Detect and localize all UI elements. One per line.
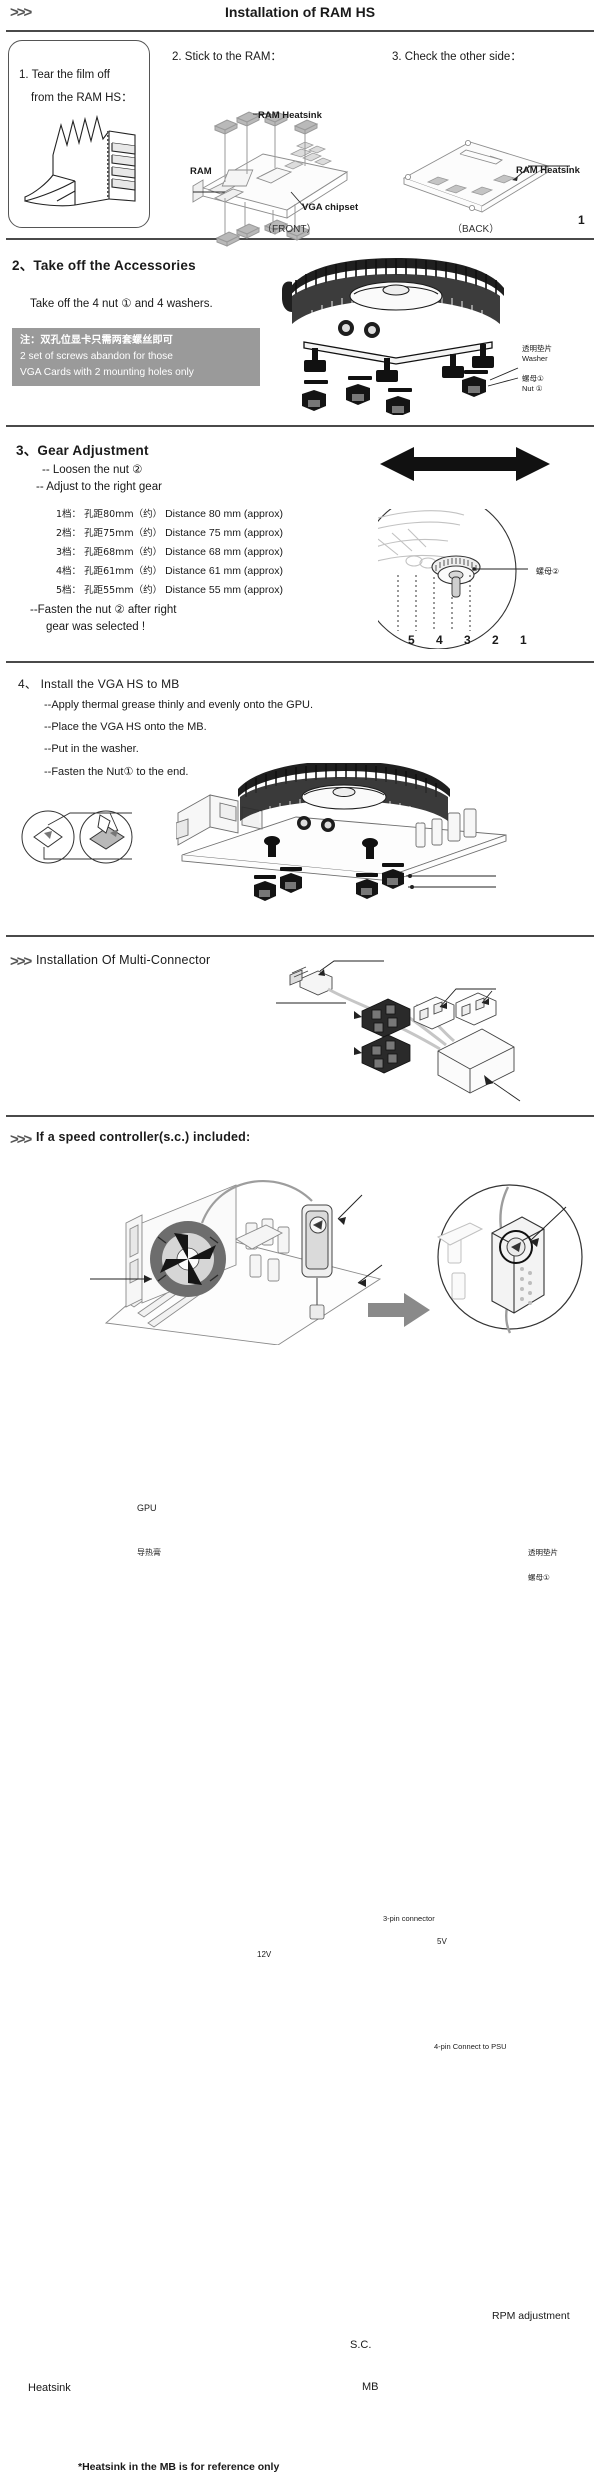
callout-heatsink: Heatsink <box>28 2382 71 2394</box>
gear-cn: 5档： 孔距55mm（约） <box>56 585 163 596</box>
section5-title: Installation Of Multi-Connector <box>36 953 211 967</box>
footnote: *Heatsink in the MB is for reference onl… <box>78 2461 280 2473</box>
gear-scale-numbers: 5 4 3 2 1 <box>408 633 536 647</box>
callout-washer-2: 透明垫片 <box>528 1548 558 1557</box>
cpu-cooler-exploded-illustration <box>282 258 519 415</box>
gear-cn: 2档： 孔距75mm（约） <box>56 528 163 539</box>
divider-6 <box>6 1115 594 1117</box>
chevron-marker-icon: >>> <box>10 953 32 970</box>
callout-ram: RAM <box>190 166 212 177</box>
section3-bullet-2: -- Adjust to the right gear <box>36 481 162 493</box>
note-line-en1: 2 set of screws abandon for those <box>20 351 173 362</box>
note-box: 注：双孔位显卡只需两套螺丝即可 2 set of screws abandon … <box>12 328 260 386</box>
divider-3 <box>6 425 594 427</box>
section4-bullet-2: --Place the VGA HS onto the MB. <box>44 721 207 733</box>
gear-detail-illustration <box>378 509 528 649</box>
callout-5v: 5V <box>437 1937 447 1946</box>
section-ram-hs-install: 1. Tear the film off from the RAM HS： <box>0 32 600 247</box>
section-multi-connector: >>> Installation Of Multi-Connector <box>0 937 600 2051</box>
note-line-cn: 注：双孔位显卡只需两套螺丝即可 <box>20 335 173 346</box>
callout-washer-cn: 透明垫片 <box>522 344 552 353</box>
section-take-off-accessories: 2、Take off the Accessories Take off the … <box>0 240 600 425</box>
section4-bullet-4: --Fasten the Nut① to the end. <box>44 766 189 778</box>
multi-connector-illustration <box>276 960 521 1102</box>
gear-row: 3档： 孔距68mm（约） Distance 68 mm (approx) <box>56 543 283 562</box>
section3-fasten-2: gear was selected ! <box>46 621 146 633</box>
step2-label: 2. Stick to the RAM： <box>172 51 282 63</box>
thermal-grease-detail-illustration <box>21 810 133 864</box>
callout-nut: 螺母① Nut ① <box>522 374 544 393</box>
callout-4-pin-psu: 4-pin Connect to PSU <box>434 2042 507 2051</box>
section4-bullet-3: --Put in the washer. <box>44 743 139 755</box>
gear-cn: 4档： 孔距61mm（约） <box>56 566 163 577</box>
callout-ram-heatsink-back: RAM Heatsink <box>516 165 580 176</box>
section2-instruction: Take off the 4 nut ① and 4 washers. <box>30 298 213 310</box>
chevron-marker-icon: >>> <box>10 4 32 21</box>
gear-en: Distance 61 mm (approx) <box>165 565 283 577</box>
gear-en: Distance 55 mm (approx) <box>165 584 283 596</box>
page-title: Installation of RAM HS <box>224 4 376 20</box>
step1-framebox: 1. Tear the film off from the RAM HS： <box>8 40 150 228</box>
chevron-marker-icon: >>> <box>10 1131 32 1148</box>
double-arrow-icon <box>380 447 550 481</box>
vga-card-back-illustration <box>402 139 570 213</box>
callout-mb: MB <box>362 2381 379 2393</box>
divider-4 <box>6 661 594 663</box>
motherboard-speed-controller-illustration <box>90 1180 383 1345</box>
section3-fasten-1: --Fasten the nut ② after right <box>30 604 177 616</box>
step1-line1: 1. Tear the film off <box>19 69 110 81</box>
gear-distance-list: 1档： 孔距80mm（约） Distance 80 mm (approx) 2档… <box>56 505 283 600</box>
note-line-en2: VGA Cards with 2 mounting holes only <box>20 367 194 378</box>
section3-bullet-1: -- Loosen the nut ② <box>42 464 143 476</box>
gear-row: 5档： 孔距55mm（约） Distance 55 mm (approx) <box>56 581 283 600</box>
page-number: 1 <box>578 213 585 227</box>
section3-title: 3、Gear Adjustment <box>16 443 149 458</box>
gear-en: Distance 75 mm (approx) <box>165 527 283 539</box>
gear-en: Distance 80 mm (approx) <box>165 508 283 520</box>
section4-title: 4、 Install the VGA HS to MB <box>18 677 180 691</box>
callout-vga-chipset: VGA chipset <box>302 202 359 213</box>
callout-nut-cn: 螺母① <box>522 374 544 383</box>
section2-title: 2、Take off the Accessories <box>12 258 196 273</box>
callout-ram-heatsink-front: RAM Heatsink <box>258 110 322 121</box>
callout-rpm-adjustment: RPM adjustment <box>492 2310 570 2322</box>
section-gear-adjustment: 3、Gear Adjustment -- Loosen the nut ② --… <box>0 427 600 661</box>
page-header: >>> Installation of RAM HS <box>0 0 600 30</box>
callout-nut-2: 螺母② <box>536 567 560 576</box>
callout-sc: S.C. <box>350 2339 372 2351</box>
vga-cooler-assembly-illustration <box>176 763 507 901</box>
section-install-vga-hs: 4、 Install the VGA HS to MB --Apply ther… <box>0 663 600 1582</box>
back-caption: （BACK） <box>452 224 500 235</box>
callout-nut-3: 螺母① <box>528 1573 550 1582</box>
step1-line2: from the RAM HS： <box>31 92 133 104</box>
callout-washer-en: Washer <box>522 353 548 363</box>
arrow-right-icon <box>368 1293 430 1327</box>
gear-row: 2档： 孔距75mm（约） Distance 75 mm (approx) <box>56 524 283 543</box>
section6-title: If a speed controller(s.c.) included: <box>36 1130 251 1144</box>
gear-cn: 1档： 孔距80mm（约） <box>56 509 163 520</box>
gear-en: Distance 68 mm (approx) <box>165 546 283 558</box>
callout-washer: 透明垫片 Washer <box>522 344 552 363</box>
callout-12v: 12V <box>257 1950 272 1959</box>
ram-heatsink-peel-illustration <box>24 114 136 207</box>
step3-label: 3. Check the other side： <box>392 51 522 63</box>
section4-bullet-1: --Apply thermal grease thinly and evenly… <box>44 699 314 711</box>
gear-row: 1档： 孔距80mm（约） Distance 80 mm (approx) <box>56 505 283 524</box>
callout-gpu: GPU <box>137 1503 157 1513</box>
callout-nut-en: Nut ① <box>522 383 543 393</box>
gear-row: 4档： 孔距61mm（约） Distance 61 mm (approx) <box>56 562 283 581</box>
gear-cn: 3档： 孔距68mm（约） <box>56 547 163 558</box>
callout-3-pin-connector: 3-pin connector <box>383 1914 435 1923</box>
front-caption: （FRONT） <box>262 224 317 235</box>
callout-thermal-grease: 导热膏 <box>137 1548 161 1557</box>
rpm-adjustment-detail-illustration <box>436 1184 583 1334</box>
divider-5 <box>6 935 594 937</box>
divider-1 <box>6 30 594 32</box>
section-speed-controller: >>> If a speed controller(s.c.) included… <box>0 1117 600 2473</box>
